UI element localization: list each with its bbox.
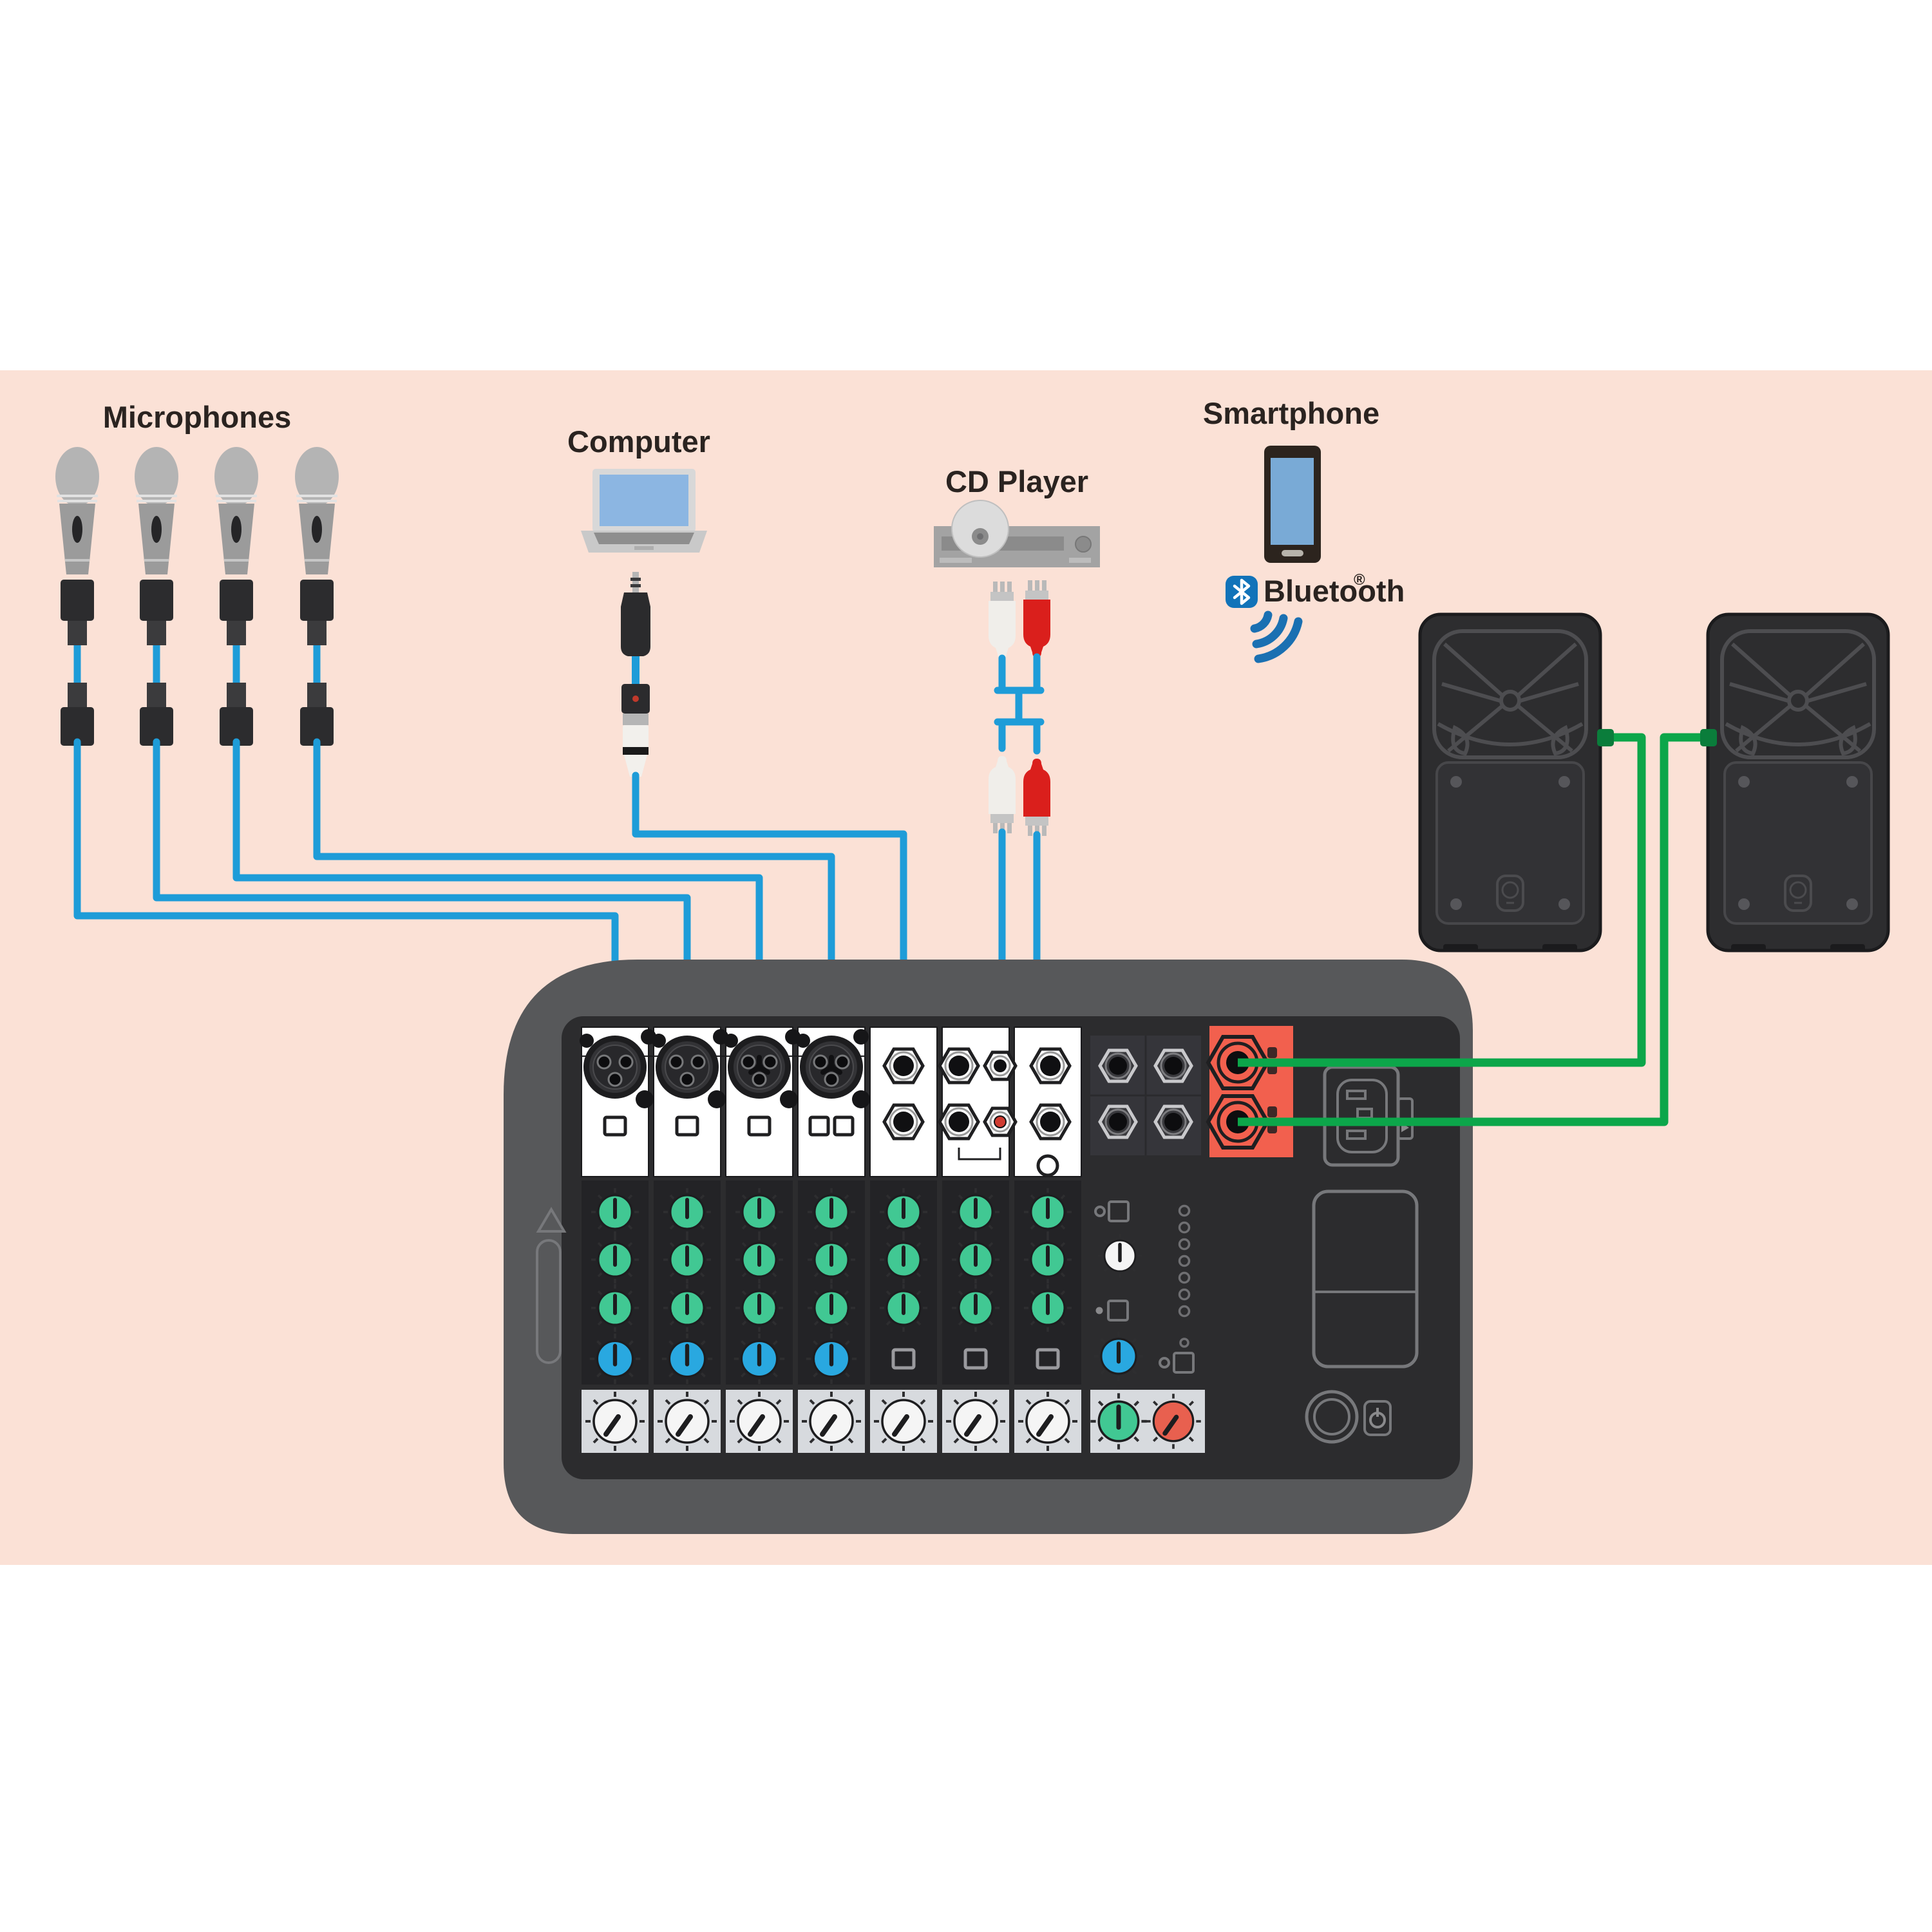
- bluetooth-waves-icon: [1250, 611, 1303, 663]
- stereo-switches: [891, 1348, 1060, 1370]
- rca-input-icon: [985, 1052, 1016, 1079]
- speaker-icon: [1420, 614, 1600, 952]
- speaker-cable-2: [1238, 733, 1704, 1126]
- microphones-label: Microphones: [103, 400, 291, 434]
- aux-output-panel: [1090, 1036, 1201, 1155]
- cd-cable-coupler: [994, 653, 1045, 755]
- panel-screws: [580, 1029, 870, 1108]
- xlr-input-icon: [582, 1034, 648, 1100]
- speaker-cable-1: [1238, 733, 1646, 1067]
- power-button-icon: [1305, 1390, 1392, 1444]
- aux-output-icon: [1100, 1106, 1136, 1137]
- speaker-cable-connector: [1597, 729, 1614, 746]
- aux-output-icon: [1100, 1050, 1136, 1081]
- handle-arrow-icon: [536, 1207, 567, 1233]
- master-blue-knob: [1094, 1332, 1144, 1381]
- led-meter-icon: [1178, 1204, 1191, 1348]
- cd-disc-icon: [951, 500, 1009, 558]
- mini-jack-plug-icon: [621, 572, 650, 656]
- bluetooth-logo-icon: [1226, 576, 1258, 608]
- line-input-icon: [884, 1049, 923, 1083]
- line-input-icon: [1031, 1049, 1070, 1083]
- bluetooth-label: Bluetooth: [1264, 574, 1405, 608]
- handle-slot: [536, 1239, 562, 1364]
- computer-cable: [632, 772, 907, 1066]
- input-switches: [603, 1115, 855, 1137]
- computer-group: Computer: [567, 424, 907, 1066]
- speaker-output-panel: [1208, 1026, 1293, 1157]
- speaker-icon: [1708, 614, 1888, 952]
- speaker-cable-connector: [1700, 729, 1717, 746]
- line-input-icon: [940, 1105, 978, 1139]
- aux-output-icon: [1155, 1050, 1191, 1081]
- battery-compartment-icon: [1312, 1189, 1419, 1368]
- aux-output-icon: [1155, 1106, 1191, 1137]
- line-input-icon: [884, 1105, 923, 1139]
- smartphone-icon: [1264, 446, 1321, 563]
- master-green-knob: [1090, 1393, 1146, 1449]
- xlr-input-icon: [654, 1034, 720, 1100]
- master-red-knob: [1146, 1394, 1201, 1449]
- inline-adapter-icon: [621, 684, 650, 777]
- stereo-pair-bracket: [958, 1148, 1001, 1160]
- footswitch-jack: [1036, 1154, 1059, 1177]
- laptop-icon: [581, 469, 707, 553]
- smartphone-group: Smartphone Bluetooth ®: [1203, 396, 1405, 663]
- cd-player-label: CD Player: [945, 464, 1088, 498]
- smartphone-label: Smartphone: [1203, 396, 1379, 430]
- master-controls: [1094, 1200, 1195, 1381]
- speaker-cables-group: [1238, 729, 1717, 1126]
- computer-cable-upper: [632, 656, 639, 685]
- computer-label: Computer: [567, 424, 710, 459]
- master-white-knob: [1098, 1234, 1142, 1278]
- rca-input-red-center: [995, 1117, 1005, 1127]
- bluetooth-reg-mark: ®: [1354, 571, 1365, 589]
- mixer-icon: [504, 960, 1473, 1534]
- line-input-icon: [940, 1049, 978, 1083]
- line-input-icon: [1031, 1105, 1070, 1139]
